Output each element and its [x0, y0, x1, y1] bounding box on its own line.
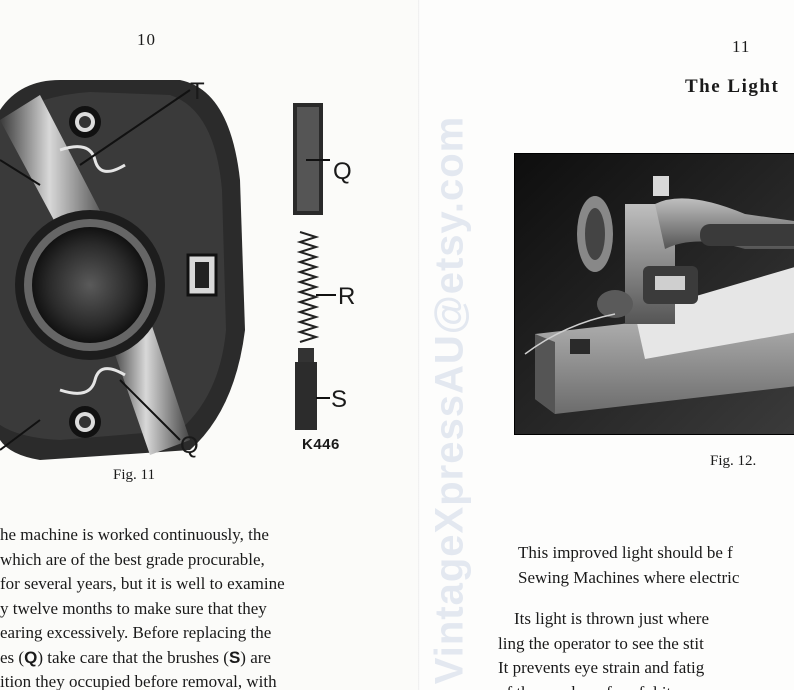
text-line: for several years, but it is well to exa…: [0, 574, 285, 593]
cap-part: [295, 348, 330, 430]
text-line: he machine is worked continuously, the: [0, 525, 269, 544]
text-line: It prevents eye strain and fatig: [498, 658, 705, 677]
left-paragraph: he machine is worked continuously, the w…: [0, 523, 285, 690]
text-line: y twelve months to make sure that they: [0, 598, 267, 618]
figure-code: K446: [302, 436, 340, 453]
text-line: ling the operator to see the stit: [498, 633, 704, 653]
label-q-diagram: Q: [180, 432, 199, 459]
figure-caption-12: Fig. 12.: [710, 453, 757, 469]
right-page: 11 The Light: [420, 0, 794, 690]
label-q-part: Q: [333, 158, 352, 185]
brush-part: [293, 103, 330, 215]
label-r: R: [338, 283, 356, 310]
section-heading: The Light: [685, 76, 780, 97]
watermark: VintageXpressAU@etsy.com: [427, 115, 472, 685]
sewing-machine-image: [515, 154, 794, 434]
text-line: Its light is thrown just where: [514, 609, 710, 628]
sewing-machine-photo: [514, 153, 794, 435]
text-line: which are of the best grade procurable,: [0, 549, 265, 569]
left-page: 10: [0, 30, 356, 690]
text-line: ition they occupied before removal, with: [0, 672, 277, 690]
motor-endplate-illustration: [0, 80, 336, 460]
text-line: This improved light should be f: [518, 543, 733, 562]
right-paragraph-2: Its light is thrown just where ling the …: [498, 607, 709, 690]
spring-part: [296, 231, 336, 343]
text-line: earing excessively. Before replacing the: [0, 623, 272, 642]
text-line: es (Q) take care that the brushes (S) ar…: [0, 647, 271, 667]
label-t: T: [190, 78, 205, 105]
label-s: S: [331, 386, 348, 413]
text-line: Sewing Machines where electric: [518, 567, 740, 587]
brush-holder-lower: [110, 320, 190, 455]
text-line: of the number of useful items: [498, 681, 709, 690]
page-number-right: 11: [732, 37, 751, 56]
right-paragraph-1: This improved light should be f Sewing M…: [518, 541, 739, 590]
figure-caption-11: Fig. 11: [113, 467, 155, 483]
page-number-left: 10: [137, 30, 156, 49]
